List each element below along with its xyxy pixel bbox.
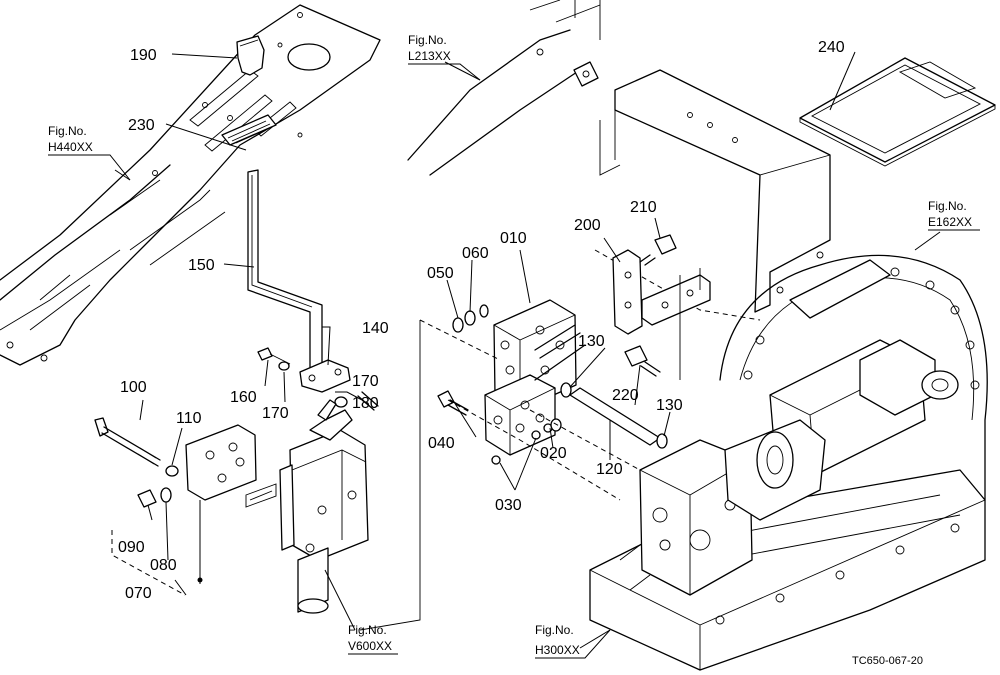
callout-040: 040 (428, 435, 455, 452)
leader-lines (114, 51, 941, 649)
o-rings (452, 304, 489, 333)
bracket-bolts (624, 234, 677, 377)
callout-050: 050 (427, 265, 454, 282)
transmission-housing (589, 254, 988, 671)
callout-160: 160 (230, 389, 257, 406)
callout-060: 060 (462, 245, 489, 262)
figref-v600-code: V600XX (348, 639, 392, 653)
frame-outline (407, 0, 601, 176)
long-bolt (94, 417, 179, 477)
figref-v600-label: Fig.No. (348, 623, 387, 637)
callout-030: 030 (495, 497, 522, 514)
guide-insert (221, 114, 277, 146)
figref-l213-label: Fig.No. (408, 33, 447, 47)
callout-100: 100 (120, 379, 147, 396)
callout-010: 010 (500, 230, 527, 247)
operators-manual (799, 57, 996, 167)
figref-h300-code: H300XX (535, 643, 580, 657)
lever-guide-plate (0, 4, 381, 366)
callout-080: 080 (150, 557, 177, 574)
callout-210: 210 (630, 199, 657, 216)
figref-h440-code: H440XX (48, 140, 93, 154)
callout-190: 190 (130, 47, 157, 64)
callout-170b: 170 (352, 373, 379, 390)
small-hardware (257, 347, 379, 411)
mounting-bracket (612, 249, 711, 380)
callout-labels: 190 230 150 140 160 170 170 180 100 110 … (118, 39, 845, 602)
callout-170a: 170 (262, 405, 289, 422)
lever-knob (236, 35, 265, 76)
drawing-code: TC650-067-20 (852, 655, 923, 667)
callout-090: 090 (118, 539, 145, 556)
callout-130b: 130 (656, 397, 683, 414)
callout-150: 150 (188, 257, 215, 274)
callout-110: 110 (176, 410, 202, 427)
block-bolt (437, 390, 469, 416)
figure-references: Fig.No. H440XX Fig.No. L213XX Fig.No. E1… (48, 33, 980, 659)
callout-020: 020 (540, 445, 567, 462)
callout-200: 200 (574, 217, 601, 234)
callout-230: 230 (128, 117, 155, 134)
callout-220: 220 (612, 387, 639, 404)
callout-120: 120 (596, 461, 623, 478)
figref-e162-label: Fig.No. (928, 199, 967, 213)
callout-070: 070 (125, 585, 152, 602)
callout-130a: 130 (578, 333, 605, 350)
control-valve (245, 399, 369, 614)
plug-and-seal (137, 487, 172, 508)
callout-180: 180 (352, 395, 379, 412)
lever-bracket (299, 359, 351, 393)
figref-h300-label: Fig.No. (535, 623, 574, 637)
callout-240: 240 (818, 39, 845, 56)
valve-cover-plate (185, 424, 257, 501)
figref-h440-label: Fig.No. (48, 124, 87, 138)
figref-e162-code: E162XX (928, 215, 972, 229)
figref-l213-code: L213XX (408, 49, 451, 63)
oil-pipe (550, 382, 668, 449)
callout-140: 140 (362, 320, 389, 337)
